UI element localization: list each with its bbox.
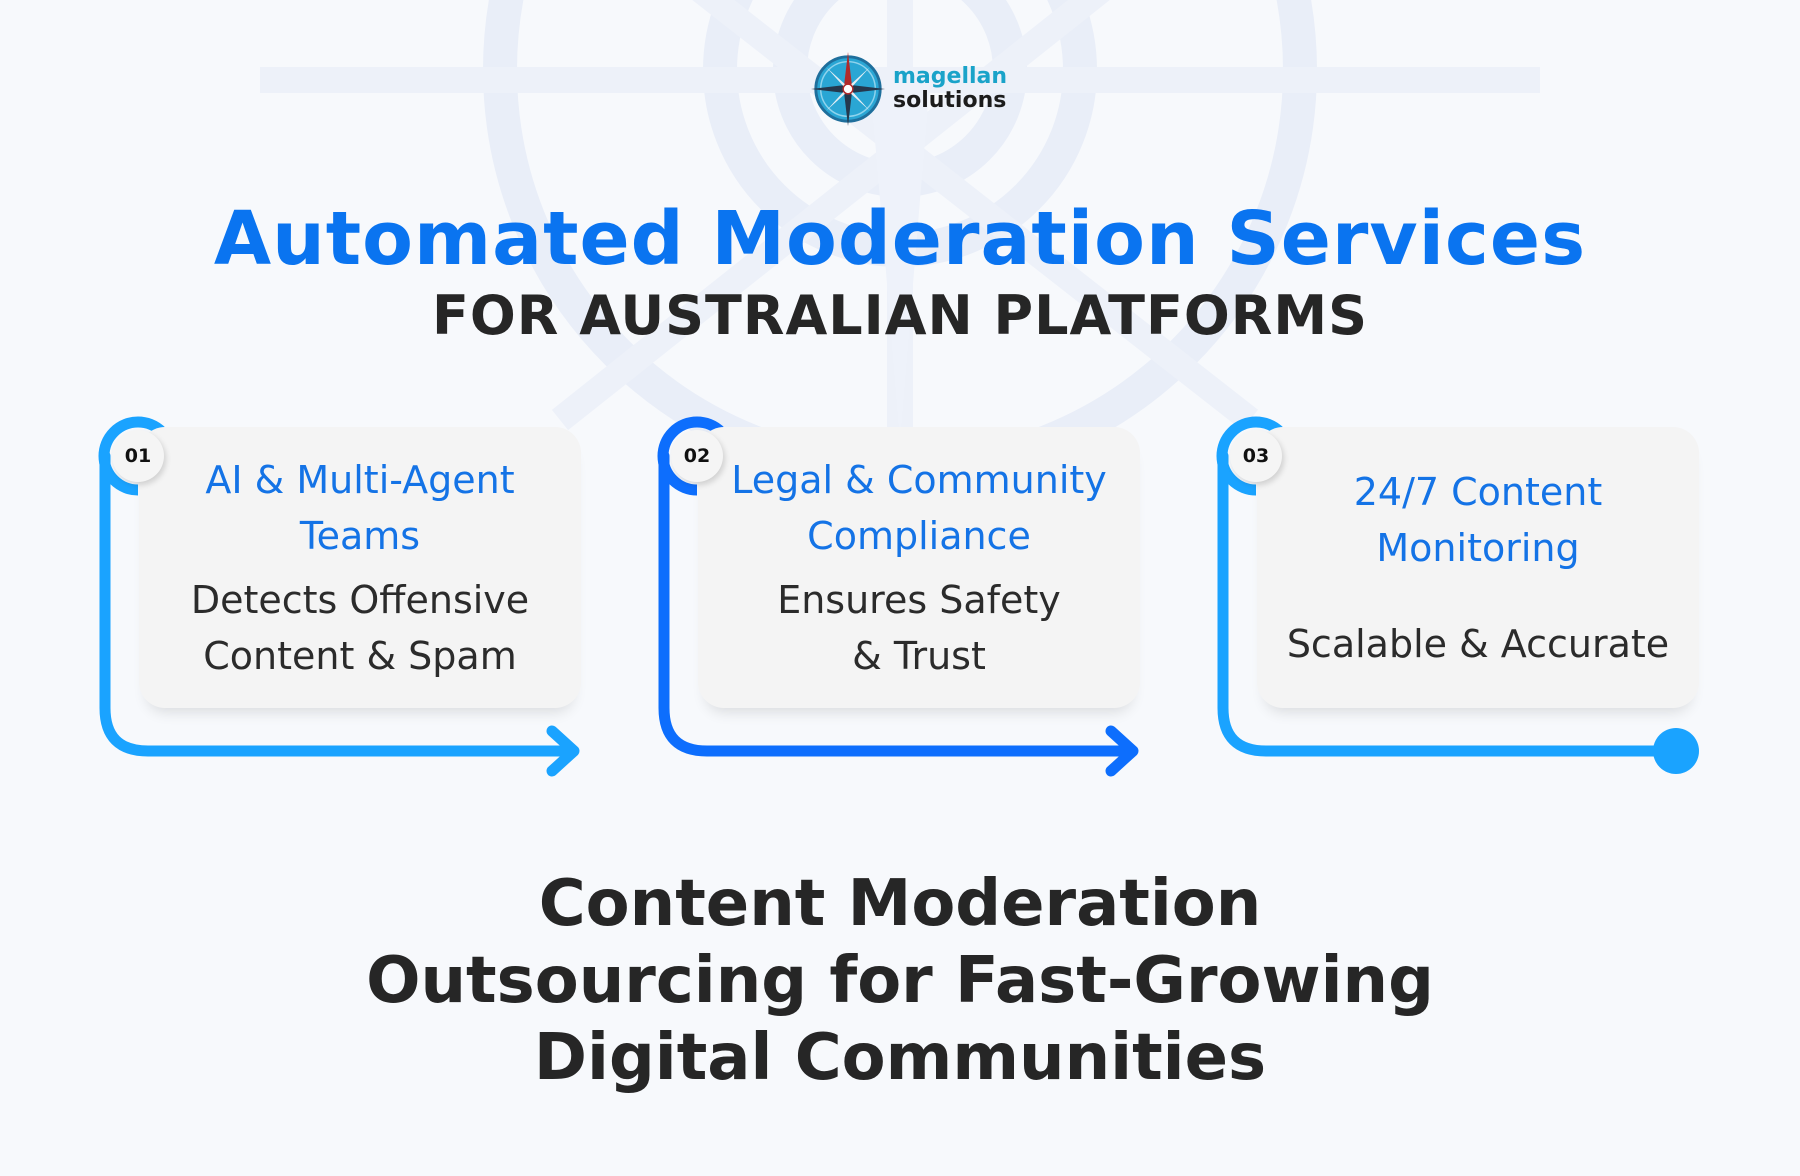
compass-icon [810, 51, 886, 127]
step-card-body: AI & Multi-Agent Teams Detects Offensive… [139, 427, 581, 708]
step-card-body: 24/7 Content Monitoring Scalable & Accur… [1257, 427, 1699, 708]
step-title-line: Monitoring [1376, 525, 1580, 570]
arrow-icon [1105, 725, 1139, 777]
step-number-badge: 03 [1230, 430, 1282, 482]
step-description-line: Scalable & Accurate [1286, 621, 1670, 666]
footer-heading-line: Outsourcing for Fast-Growing [366, 944, 1434, 1018]
step-title-line: 24/7 Content [1353, 469, 1603, 514]
footer-heading-line: Content Moderation [538, 867, 1262, 941]
footer-heading-line: Digital Communities [533, 1021, 1267, 1095]
step-title-line: Teams [299, 513, 421, 558]
footer-heading: Content Moderation Outsourcing for Fast-… [0, 866, 1800, 1097]
step-title-line: Legal & Community [731, 457, 1107, 502]
step-card-body: Legal & Community Compliance Ensures Saf… [698, 427, 1140, 708]
step-description-line: Content & Spam [203, 633, 517, 678]
dot-icon [1653, 728, 1699, 774]
brand-logo: magellan solutions [809, 50, 1007, 128]
page-title: Automated Moderation Services [213, 196, 1587, 282]
step-number-badge: 01 [112, 430, 164, 482]
step-card-3: 24/7 Content Monitoring Scalable & Accur… [1216, 416, 1700, 778]
arrow-icon [546, 725, 580, 777]
step-title-line: Compliance [807, 513, 1031, 558]
step-card-2: Legal & Community Compliance Ensures Saf… [657, 416, 1141, 778]
step-title-line: AI & Multi-Agent [205, 457, 515, 502]
page-subtitle: FOR AUSTRALIAN PLATFORMS [432, 284, 1368, 347]
step-description-line: & Trust [852, 633, 986, 678]
logo-text-magellan: magellan [893, 64, 1008, 89]
step-description-line: Ensures Safety [777, 577, 1061, 622]
step-number-badge: 02 [671, 430, 723, 482]
step-card-1: AI & Multi-Agent Teams Detects Offensive… [98, 416, 582, 778]
logo-text-solutions: solutions [893, 88, 1007, 113]
step-description-line: Detects Offensive [190, 577, 530, 622]
